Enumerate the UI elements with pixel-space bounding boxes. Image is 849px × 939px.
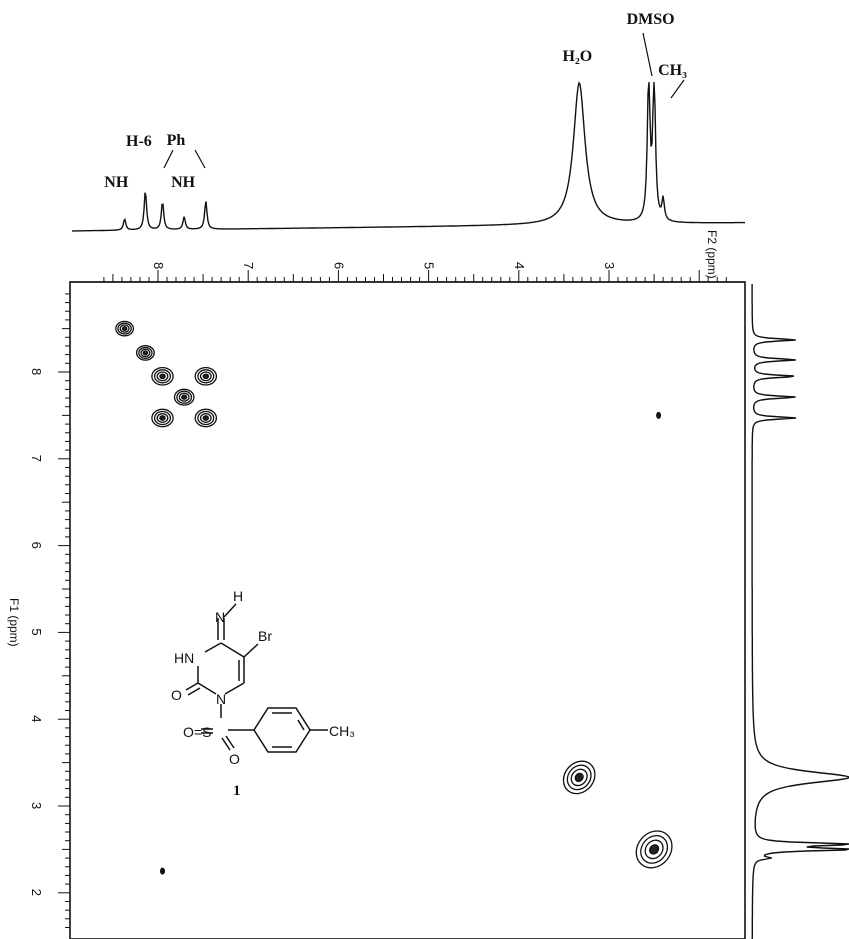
f2-tick-label: 5 — [422, 262, 437, 269]
f1-tick-label: 6 — [29, 542, 44, 549]
f1-tick-label: 3 — [29, 802, 44, 809]
leader-ph-right — [194, 149, 206, 169]
peak-label: H₂O — [563, 48, 593, 65]
f1-tick-label: 5 — [29, 628, 44, 635]
f2-tick-label: 6 — [331, 262, 346, 269]
f1-axis-label: F1 (ppm) — [7, 598, 21, 647]
peak-label: NH — [104, 174, 129, 191]
f1-tick-label: 7 — [29, 455, 44, 462]
peak-label: DMSO — [627, 11, 675, 28]
cross-peak — [151, 366, 174, 386]
struct-label-n1: N — [216, 691, 226, 707]
f2-projection-spectrum — [72, 81, 745, 232]
f2-tick-label: 4 — [512, 262, 527, 269]
f1-tick-label: 2 — [29, 889, 44, 896]
f2-tick-label: 7 — [241, 262, 256, 269]
f1-axis: 8 7 6 5 4 3 2 — [29, 293, 70, 928]
f1-tick-label: 8 — [29, 368, 44, 375]
cross-peak — [160, 867, 165, 875]
struct-label-ch3: CH₃ — [329, 723, 355, 739]
cross-peak — [115, 320, 135, 337]
cross-peak — [635, 830, 673, 869]
struct-label-n-imine: N — [215, 609, 225, 625]
cross-peak — [135, 345, 155, 361]
leader-dmso — [642, 32, 653, 77]
f1-tick-label: 4 — [29, 715, 44, 722]
cross-peak — [194, 408, 218, 428]
compound-number: 1 — [233, 783, 241, 799]
compound-labels: H N HN Br O N O=S O CH₃ 1 — [171, 588, 355, 799]
f2-tick-label: 8 — [151, 262, 166, 269]
cross-peaks — [115, 320, 673, 875]
leader-ph-left — [163, 149, 174, 169]
f2-axis-label: F2 (ppm) — [705, 230, 719, 279]
struct-label-h: H — [233, 588, 243, 604]
cross-peak — [151, 408, 174, 428]
struct-label-o-carbonyl: O — [171, 687, 182, 703]
peak-label: H-6 — [126, 133, 152, 150]
cross-peak — [173, 388, 195, 406]
compound-structure — [185, 603, 328, 753]
struct-label-o-sulfonyl: O — [229, 751, 240, 767]
f2-axis-label-text: F2 (ppm) — [705, 230, 719, 279]
cross-peak — [562, 760, 596, 795]
struct-label-br: Br — [258, 628, 272, 644]
peak-label: Ph — [167, 132, 186, 149]
struct-label-os: O=S — [183, 724, 211, 740]
peak-label: NH — [171, 174, 196, 191]
leader-ch3 — [670, 79, 685, 99]
cross-peak — [656, 411, 662, 419]
cross-peak — [194, 366, 218, 386]
f2-axis: 8 7 6 5 4 3 — [70, 262, 745, 283]
peak-label-leaders — [163, 32, 685, 169]
f2-tick-label: 3 — [602, 262, 617, 269]
plot-frame — [69, 281, 746, 939]
peak-label: CH₃ — [658, 62, 687, 79]
struct-label-hn: HN — [174, 650, 194, 666]
f1-projection-spectrum — [751, 284, 849, 939]
f1-axis-label-text: F1 (ppm) — [7, 598, 21, 647]
